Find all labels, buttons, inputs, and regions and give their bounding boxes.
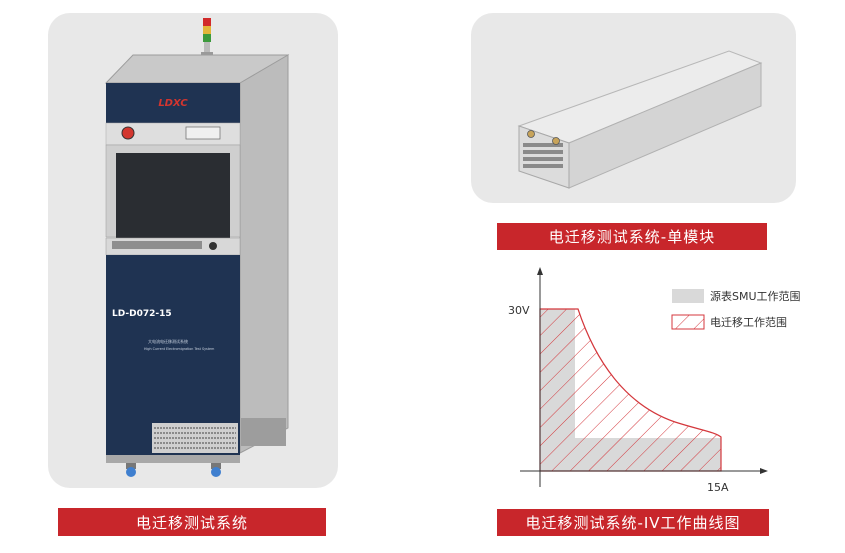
module-illustration — [517, 50, 763, 189]
y-tick-label: 30V — [508, 304, 530, 317]
legend-label-em: 电迁移工作范围 — [710, 315, 787, 329]
module-caption: 电迁移测试系统-单模块 — [497, 223, 767, 250]
caster-wheels — [126, 463, 221, 477]
iv-chart: 30V 15A 源表SMU工作范围 电迁移工作范围 — [508, 267, 801, 494]
legend-label-smu: 源表SMU工作范围 — [710, 289, 801, 303]
monitor-screen — [116, 153, 230, 239]
model-label: LD-D072-15 — [112, 309, 172, 319]
module-connector-left — [527, 130, 535, 138]
module-vents — [523, 143, 563, 168]
electromigration-range-area — [539, 308, 722, 472]
emergency-stop-button — [121, 126, 135, 140]
brand-logo: LDXC — [158, 98, 188, 109]
vent-grill — [152, 423, 238, 453]
cabinet-caption: 电迁移测试系统 — [58, 508, 326, 536]
system-name-en: High Current Electromigration Test Syste… — [144, 347, 214, 351]
x-tick-label: 15A — [707, 481, 729, 494]
cabinet-side — [239, 54, 289, 454]
chart-legend: 源表SMU工作范围 电迁移工作范围 — [671, 289, 801, 330]
cabinet-body — [106, 255, 240, 455]
cabinet-header — [106, 83, 240, 123]
legend-swatch-em — [671, 314, 705, 330]
cabinet-illustration: LDXC LD-D072-15 大电流电迁移测试系统 High Current … — [104, 18, 290, 477]
module-connector-right — [552, 137, 560, 145]
system-name-cn: 大电流电迁移测试系统 — [148, 338, 188, 344]
legend-swatch-smu — [672, 289, 704, 303]
iv-chart-caption: 电迁移测试系统-IV工作曲线图 — [497, 509, 769, 536]
